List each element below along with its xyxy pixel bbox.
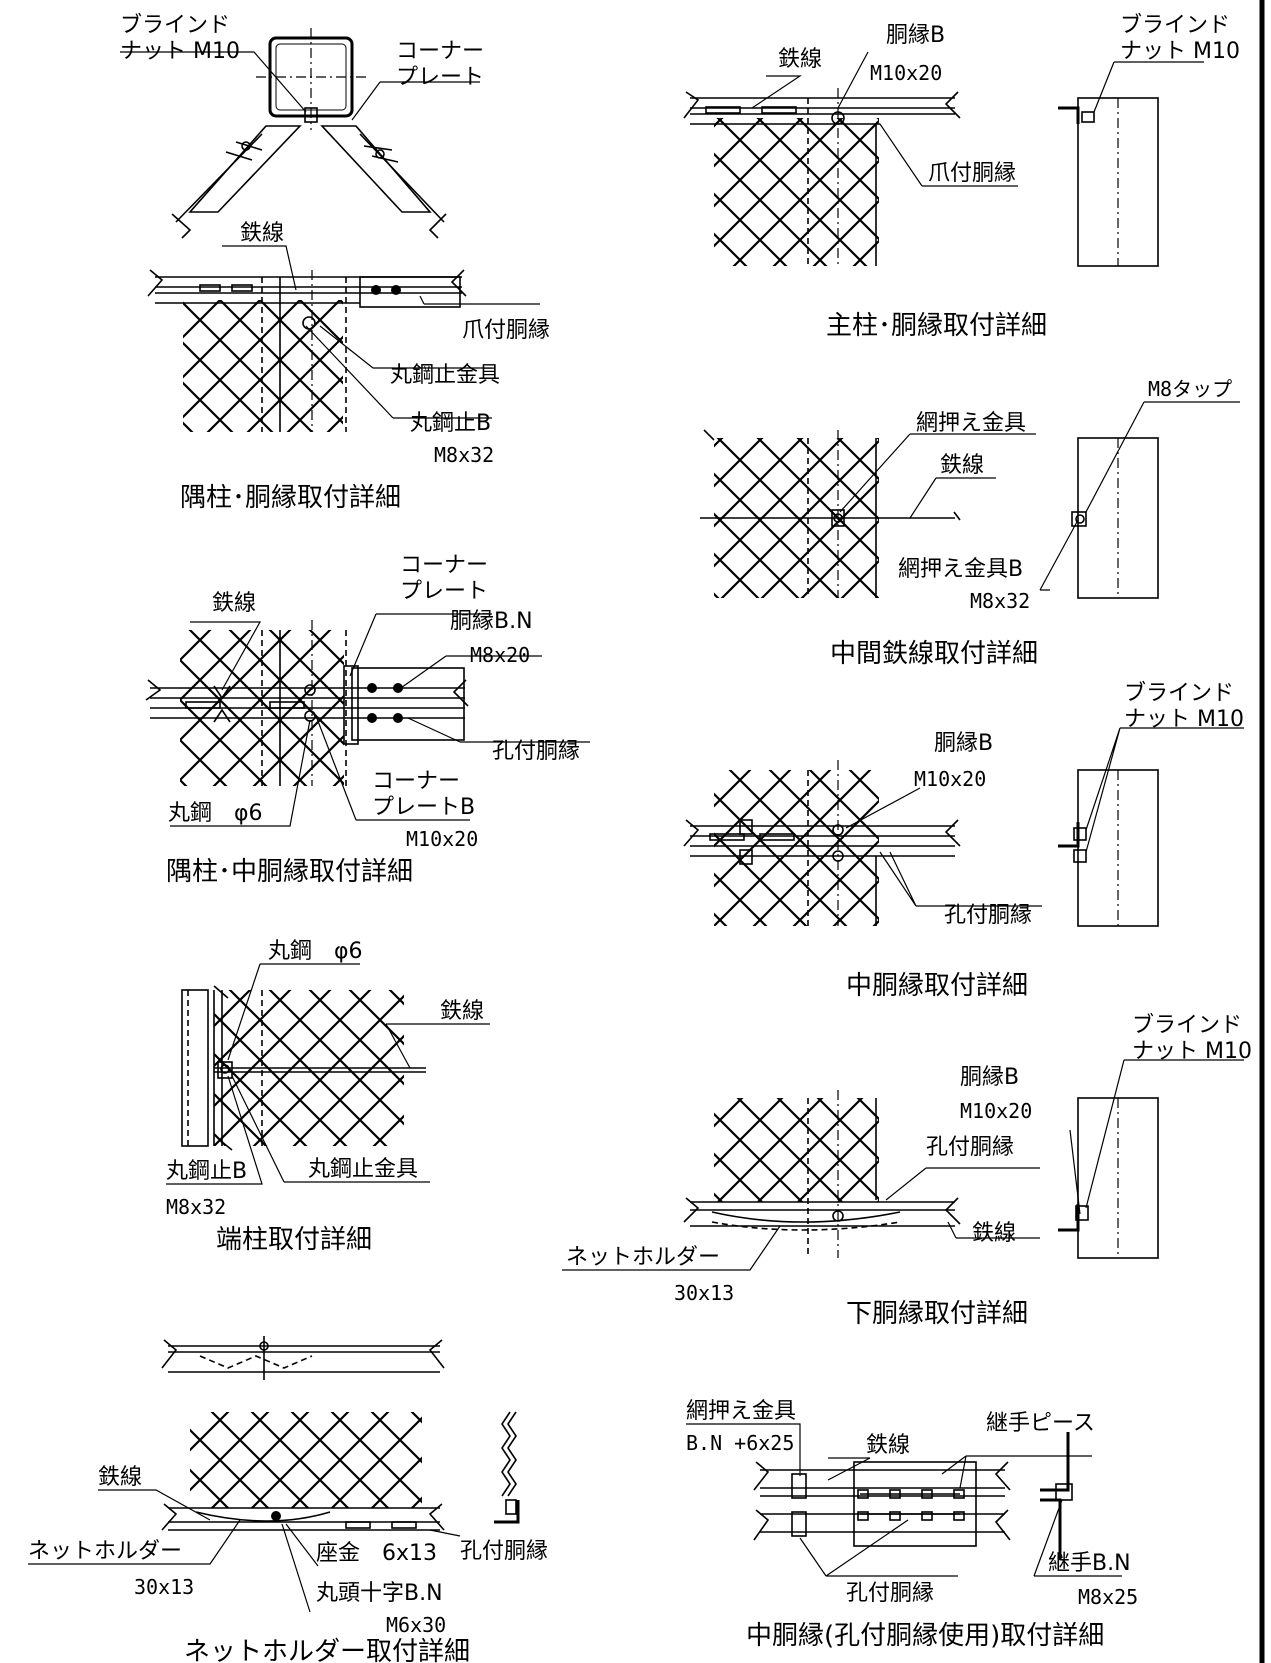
label-wire-1: 鉄線 [240, 221, 284, 246]
label-wire-2: 鉄線 [778, 47, 822, 72]
label-net-press-bolt-1-size: M8x32 [970, 589, 1030, 613]
label-net-holder-2-size: 30x13 [134, 1575, 194, 1599]
label-hole-rail-3: 孔付胴縁 [926, 1135, 1014, 1160]
label-joint-bolt: 継手B.N [1048, 1551, 1131, 1576]
label-claw-rail-2: 爪付胴縁 [928, 161, 1016, 186]
label-net-press-2-size: B.N +6x25 [686, 1431, 794, 1455]
wire-mesh [714, 770, 879, 926]
caption-main-post-rail: 主柱･胴縁取付詳細 [826, 311, 1047, 341]
detail-bottom-rail: ブラインド ナット M10 胴縁B M10x20 孔付胴縁 鉄線 ネットホルダー… [562, 1013, 1252, 1329]
hole-rail [351, 667, 465, 741]
detail-corner-post-mid-rail: コーナー プレート 鉄線 胴縁B.N M8x20 孔付胴縁 コーナー プレートB… [145, 553, 590, 887]
wire-mesh [183, 300, 343, 432]
label-m8-tap: M8タップ [1148, 377, 1232, 401]
label-washer: 座金 6x13 [316, 1541, 437, 1566]
label-rail-bolt-3: 胴縁B [960, 1065, 1019, 1090]
caption-mid-rail-hole-rail: 中胴縁(孔付胴縁使用)取付詳細 [746, 1621, 1104, 1651]
label-rail-bolt-2: 胴縁B [934, 731, 993, 756]
label-round-steel-bolt-1: 丸鋼止B [410, 411, 491, 436]
label-blind-nut-2-l2: ナット M10 [1120, 39, 1240, 64]
caption-bottom-rail: 下胴縁取付詳細 [846, 1299, 1028, 1329]
label-joint-bolt-size: M8x25 [1078, 1585, 1138, 1609]
label-corner-plate-3-l1: コーナー [372, 769, 460, 794]
label-corner-plate-3-size: M10x20 [406, 827, 478, 851]
label-hole-rail-5: 孔付胴縁 [846, 1581, 934, 1606]
label-net-holder-1: ネットホルダー [566, 1245, 720, 1270]
label-round-steel-bolt-1-size: M8x32 [434, 443, 494, 467]
label-wire-3: 鉄線 [940, 453, 984, 478]
caption-end-post: 端柱取付詳細 [216, 1225, 372, 1255]
label-hole-rail-1: 孔付胴縁 [492, 739, 580, 764]
label-blind-nut-1-l2: ナット M10 [120, 39, 240, 64]
detail-intermediate-wire: M8タップ 網押え金具 鉄線 網押え金具B M8x32 中間鉄線取付詳細 [700, 377, 1240, 669]
label-corner-plate-2-l2: プレート [400, 579, 488, 604]
caption-net-holder: ネットホルダー取付詳細 [184, 1637, 470, 1663]
label-round-head-bolt: 丸頭十字B.N [316, 1581, 443, 1606]
label-round-steel-1: 丸鋼 φ6 [168, 801, 263, 826]
label-blind-nut-1-l1: ブラインド [120, 13, 230, 38]
caption-mid-rail: 中胴縁取付詳細 [846, 971, 1028, 1001]
label-blind-nut-3-l1: ブラインド [1124, 681, 1234, 706]
label-corner-plate-1-l1: コーナー [396, 39, 484, 64]
label-round-steel-clip-1: 丸鋼止金具 [390, 363, 500, 388]
label-round-steel-bolt-2-size: M8x32 [166, 1195, 226, 1219]
label-corner-plate-1-l2: プレート [396, 65, 484, 90]
label-hole-rail-4: 孔付胴縁 [460, 1539, 548, 1564]
label-wire-6: 鉄線 [972, 1221, 1016, 1246]
label-corner-plate-3-l2: プレートB [372, 795, 475, 820]
label-round-steel-2: 丸鋼 φ6 [268, 939, 363, 964]
detail-net-holder: 鉄線 ネットホルダー 30x13 座金 6x13 丸頭十字B.N M6x30 孔… [28, 1336, 548, 1663]
label-round-head-bolt-size: M6x30 [386, 1613, 446, 1637]
label-hole-rail-2: 孔付胴縁 [944, 903, 1032, 928]
label-net-press-1: 網押え金具 [916, 411, 1026, 436]
label-wire-4: 鉄線 [212, 591, 256, 616]
label-blind-nut-4-l2: ナット M10 [1132, 1039, 1252, 1064]
label-blind-nut-4-l1: ブラインド [1132, 1013, 1242, 1038]
detail-corner-post-rail: ブラインド ナット M10 コーナー プレート 鉄線 爪付胴縁 丸鋼止金具 丸鋼… [120, 13, 550, 513]
label-joint-piece: 継手ピース [986, 1411, 1095, 1436]
label-wire-8: 鉄線 [866, 1433, 910, 1458]
label-rail-bolt-nut-1-size: M8x20 [470, 643, 530, 667]
label-rail-bolt-nut-1: 胴縁B.N [450, 609, 533, 634]
label-rail-bolt-1-size: M10x20 [870, 61, 942, 85]
label-round-steel-clip-2: 丸鋼止金具 [308, 1157, 418, 1182]
label-corner-plate-2-l1: コーナー [400, 553, 488, 578]
label-blind-nut-2-l1: ブラインド [1120, 13, 1230, 38]
corner-plate-right [320, 125, 432, 213]
caption-intermediate-wire: 中間鉄線取付詳細 [830, 639, 1038, 669]
label-round-steel-bolt-2: 丸鋼止B [166, 1159, 247, 1184]
label-net-holder-1-size: 30x13 [674, 1281, 734, 1305]
detail-mid-rail-hole-rail: 網押え金具 B.N +6x25 鉄線 継手ピース 孔付胴縁 継手B.N M8x2… [686, 1399, 1138, 1651]
label-wire-7: 鉄線 [98, 1465, 142, 1490]
label-rail-bolt-1: 胴縁B [886, 23, 945, 48]
wire-mesh [714, 118, 879, 266]
label-net-press-bolt-1: 網押え金具B [898, 557, 1023, 582]
caption-corner-post-rail: 隅柱･胴縁取付詳細 [180, 483, 401, 513]
label-rail-bolt-3-size: M10x20 [960, 1099, 1032, 1123]
label-claw-rail-1: 爪付胴縁 [462, 318, 550, 343]
label-rail-bolt-2-size: M10x20 [914, 767, 986, 791]
label-net-holder-2: ネットホルダー [28, 1539, 182, 1564]
detail-end-post: 丸鋼 φ6 鉄線 丸鋼止B M8x32 丸鋼止金具 端柱取付詳細 [166, 939, 490, 1255]
detail-mid-rail: 胴縁B M10x20 ブラインド ナット M10 孔付胴縁 中胴縁取付詳細 [683, 681, 1244, 1001]
label-wire-5: 鉄線 [440, 999, 484, 1024]
corner-plate-left [188, 125, 302, 213]
claw-rail [359, 276, 461, 308]
wire-mesh [190, 1412, 422, 1508]
label-blind-nut-3-l2: ナット M10 [1124, 707, 1244, 732]
blind-nut-symbol [304, 107, 318, 123]
label-net-press-2: 網押え金具 [686, 1399, 796, 1424]
caption-corner-post-mid-rail: 隅柱･中胴縁取付詳細 [166, 857, 413, 887]
joint-piece [853, 1461, 977, 1547]
detail-main-post-rail: 鉄線 胴縁B M10x20 ブラインド ナット M10 爪付胴縁 主柱･胴縁取付… [683, 13, 1240, 341]
wire-mesh [714, 1098, 879, 1202]
